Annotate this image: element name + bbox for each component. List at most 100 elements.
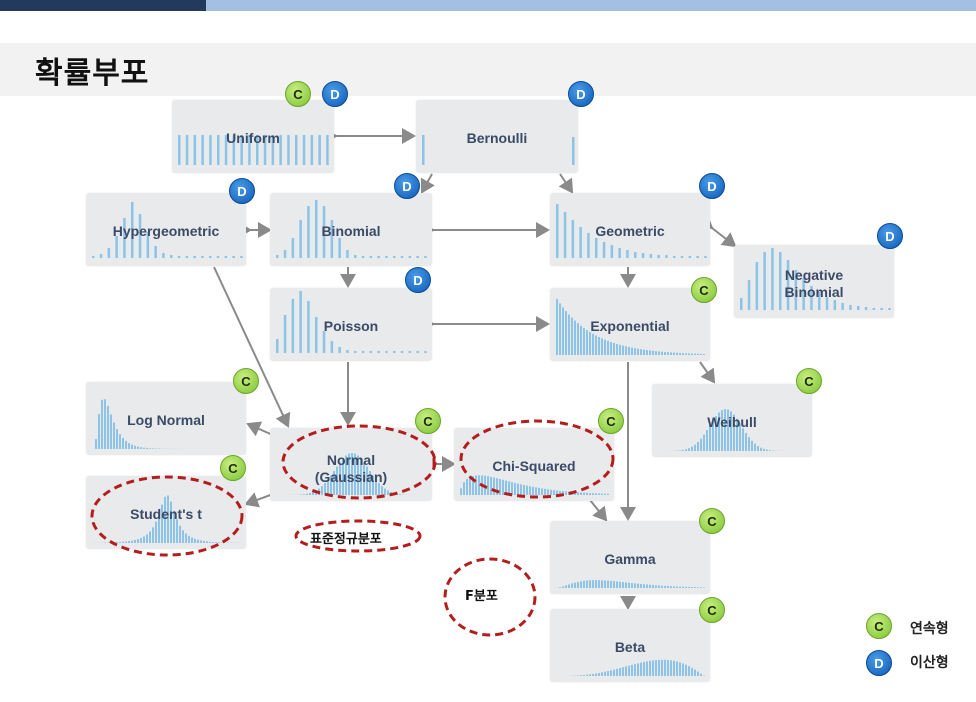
distribution-bar <box>299 220 302 258</box>
distribution-bar <box>422 135 425 165</box>
distribution-bar <box>700 438 702 451</box>
distribution-bar <box>745 432 747 451</box>
distribution-bar <box>338 347 341 353</box>
uniform-continuous-badge: C <box>285 81 311 107</box>
distribution-bar <box>610 245 614 258</box>
distribution-bar <box>872 308 876 310</box>
distribution-bar <box>565 311 567 355</box>
distribution-bar <box>201 135 204 165</box>
distribution-bar <box>631 664 633 676</box>
legend-discrete-badge: D <box>866 650 892 676</box>
distribution-bar <box>115 236 118 258</box>
distribution-bar <box>177 256 181 258</box>
distribution-bar <box>622 667 624 676</box>
distribution-bar <box>185 533 187 543</box>
distribution-bar <box>143 447 145 449</box>
students-t-label: Student's t <box>130 506 202 522</box>
distribution-bar <box>688 448 690 451</box>
distribution-bar <box>487 476 489 495</box>
distribution-bar <box>619 668 621 676</box>
distribution-bar <box>309 493 311 495</box>
distribution-bar <box>598 337 600 355</box>
chi-squared-continuous-badge: C <box>598 408 624 434</box>
distribution-bar <box>217 135 220 165</box>
distribution-bar <box>864 307 868 310</box>
distribution-bar <box>571 317 573 355</box>
distribution-bar <box>691 667 693 676</box>
distribution-bar <box>658 351 660 355</box>
distribution-bar <box>326 135 329 165</box>
distribution-bar <box>586 580 588 588</box>
distribution-bar <box>616 581 618 588</box>
distribution-bar <box>628 582 630 588</box>
distribution-bar <box>502 479 504 495</box>
distribution-bar <box>131 444 133 449</box>
distribution-bar <box>688 353 690 355</box>
distribution-bar <box>122 438 124 449</box>
distribution-bar <box>625 582 627 588</box>
distribution-bar <box>679 450 681 451</box>
legend-discrete-label: 이산형 <box>910 655 949 671</box>
distribution-bar <box>209 256 212 258</box>
distribution-bar <box>191 537 193 543</box>
distribution-bar <box>472 476 474 495</box>
distribution-bar <box>155 521 157 543</box>
distribution-bar <box>283 315 287 353</box>
distribution-bar <box>240 256 243 258</box>
distribution-bar <box>185 135 189 165</box>
distribution-bar <box>526 485 528 495</box>
distribution-bar <box>263 135 267 165</box>
distribution-bar <box>700 353 702 355</box>
standard-normal-annotation: 표준정규분포 <box>310 532 382 547</box>
distribution-bar <box>194 538 196 543</box>
top-bar-light <box>206 0 976 11</box>
distribution-glyph <box>92 399 241 449</box>
distribution-bar <box>460 488 462 495</box>
distribution-bar <box>393 256 396 258</box>
distribution-bar <box>604 339 606 355</box>
distribution-bar <box>212 541 214 543</box>
distribution-bar <box>224 256 228 258</box>
distribution-bar <box>357 455 359 495</box>
hypergeometric-discrete-badge: D <box>229 178 255 204</box>
distribution-bar <box>351 453 353 495</box>
distribution-bar <box>167 495 169 543</box>
distribution-bar <box>119 434 121 449</box>
distribution-bar <box>556 204 559 258</box>
chi-squared-highlight-ellipse <box>459 419 615 499</box>
distribution-bar <box>664 351 666 355</box>
distribution-bar <box>377 256 380 258</box>
distribution-bar <box>622 345 624 355</box>
distribution-bar <box>709 425 711 451</box>
distribution-bar <box>640 349 642 355</box>
distribution-bar <box>137 539 139 543</box>
distribution-bar <box>579 227 582 258</box>
distribution-bar <box>193 135 197 165</box>
distribution-bar <box>535 487 537 495</box>
distribution-bar <box>583 492 585 495</box>
distribution-bar <box>338 238 341 258</box>
bernoulli-discrete-badge: D <box>568 81 594 107</box>
distribution-bar <box>589 493 591 495</box>
distribution-bar <box>553 490 555 495</box>
distribution-bar <box>769 450 771 451</box>
f-distribution-annotation: F분포 <box>465 589 498 604</box>
distribution-bar <box>643 349 645 355</box>
distribution-bar <box>818 292 821 310</box>
distribution-bar <box>634 252 637 258</box>
distribution-bar <box>416 351 419 353</box>
distribution-bar <box>577 492 579 495</box>
title-band <box>0 43 976 96</box>
distribution-bar <box>742 428 744 451</box>
distribution-bar <box>128 541 130 543</box>
distribution-bar <box>833 300 837 310</box>
distribution-bar <box>562 307 564 355</box>
distribution-bar <box>589 580 591 588</box>
distribution-bar <box>119 542 121 543</box>
distribution-bar <box>330 220 334 258</box>
distribution-bar <box>697 671 699 676</box>
distribution-bar <box>673 352 675 355</box>
distribution-bar <box>369 471 371 495</box>
weibull-box: Weibull <box>652 384 812 457</box>
normal-label-line1: Normal <box>326 452 376 468</box>
